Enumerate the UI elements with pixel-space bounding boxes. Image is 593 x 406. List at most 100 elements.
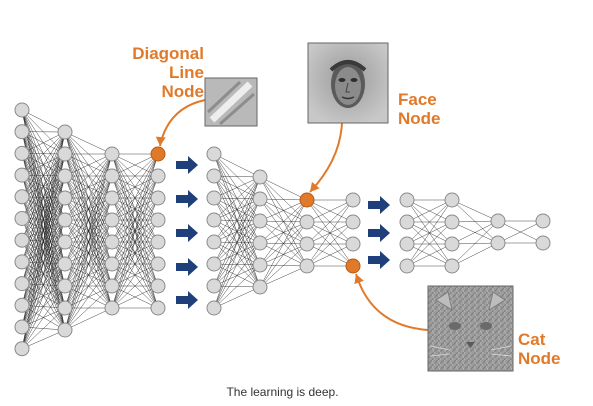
connection-edge bbox=[21, 131, 66, 284]
connection-edge bbox=[259, 221, 308, 288]
network-node bbox=[252, 213, 268, 229]
network-node bbox=[57, 190, 73, 206]
network-node bbox=[399, 214, 415, 230]
network-node bbox=[150, 190, 166, 206]
network-node bbox=[57, 124, 73, 140]
network-node bbox=[299, 258, 315, 274]
network-node bbox=[150, 256, 166, 272]
connection-edge bbox=[306, 221, 354, 267]
connection-edge bbox=[64, 153, 113, 331]
network-node bbox=[490, 213, 506, 229]
network-node bbox=[299, 214, 315, 230]
connection-edge bbox=[451, 199, 499, 222]
connection-edge bbox=[213, 220, 261, 309]
connection-edge bbox=[213, 175, 261, 178]
right-arrow-icon bbox=[176, 190, 198, 208]
network-node bbox=[14, 254, 30, 270]
network-node bbox=[444, 192, 460, 208]
connection-edge bbox=[497, 220, 544, 244]
connection-edge bbox=[213, 264, 261, 309]
diagonal-line-node bbox=[150, 146, 166, 162]
face-thumbnail bbox=[307, 42, 389, 124]
network-node bbox=[14, 102, 30, 118]
connection-edge bbox=[306, 199, 354, 267]
network-node bbox=[444, 236, 460, 252]
connection-edge bbox=[213, 242, 261, 309]
connection-edge bbox=[21, 307, 66, 349]
cat-node bbox=[345, 258, 361, 274]
connection-edge bbox=[406, 199, 453, 267]
network-node bbox=[57, 322, 73, 338]
network-node bbox=[206, 168, 222, 184]
network-node bbox=[14, 341, 30, 357]
face-label-line-1: Face bbox=[398, 90, 437, 109]
connection-edge bbox=[111, 219, 159, 309]
network-nodes bbox=[14, 102, 551, 357]
network-node bbox=[57, 278, 73, 294]
network-node bbox=[104, 168, 120, 184]
right-arrow-icon bbox=[368, 196, 390, 214]
connection-edge bbox=[111, 153, 159, 221]
connection-edge bbox=[306, 199, 354, 223]
connection-edge bbox=[259, 243, 308, 288]
connection-edge bbox=[64, 285, 113, 331]
network-node bbox=[206, 278, 222, 294]
right-arrow-icon bbox=[176, 258, 198, 276]
face-node bbox=[299, 192, 315, 208]
network-node bbox=[535, 213, 551, 229]
connection-edge bbox=[451, 220, 499, 267]
network-node bbox=[252, 279, 268, 295]
connection-edge bbox=[21, 109, 66, 133]
network-node bbox=[252, 191, 268, 207]
connection-edge bbox=[406, 199, 453, 245]
connection-edge bbox=[213, 176, 261, 309]
right-arrow-icon bbox=[368, 224, 390, 242]
connection-edge bbox=[259, 265, 308, 288]
cat-label-line-1: Cat bbox=[518, 330, 546, 349]
network-node bbox=[150, 234, 166, 250]
network-node bbox=[206, 212, 222, 228]
network-node bbox=[206, 256, 222, 272]
connection-edge bbox=[64, 153, 113, 199]
connection-edge bbox=[213, 176, 261, 287]
face-callout-arrowhead bbox=[310, 181, 320, 192]
network-node bbox=[104, 234, 120, 250]
connection-edge bbox=[111, 175, 159, 309]
network-node bbox=[14, 232, 30, 248]
network-node bbox=[57, 168, 73, 184]
right-arrow-icon bbox=[368, 251, 390, 269]
connection-edge bbox=[259, 198, 308, 201]
network-node bbox=[14, 319, 30, 335]
diagonal-line-thumbnail bbox=[204, 77, 258, 127]
connection-edge bbox=[64, 175, 113, 331]
connection-edge bbox=[64, 307, 113, 331]
connection-edge bbox=[111, 153, 159, 265]
network-node bbox=[104, 190, 120, 206]
network-node bbox=[57, 212, 73, 228]
connection-edge bbox=[64, 197, 113, 331]
network-node bbox=[399, 192, 415, 208]
connection-edge bbox=[64, 153, 113, 287]
connection-edge bbox=[64, 219, 113, 331]
connection-edge bbox=[21, 131, 66, 241]
callout-lines bbox=[155, 99, 429, 331]
network-node bbox=[150, 300, 166, 316]
network-node bbox=[104, 300, 120, 316]
network-node bbox=[14, 297, 30, 313]
connection-edge bbox=[21, 131, 66, 219]
network-node bbox=[150, 278, 166, 294]
connection-edge bbox=[111, 263, 159, 309]
network-node bbox=[299, 236, 315, 252]
network-node bbox=[14, 211, 30, 226]
network-node bbox=[345, 214, 361, 230]
connection-edge bbox=[21, 153, 66, 349]
connection-edge bbox=[451, 220, 499, 223]
connection-edge bbox=[451, 242, 499, 267]
connection-edge bbox=[213, 176, 261, 221]
connection-edge bbox=[213, 176, 261, 199]
connection-edge bbox=[213, 176, 261, 243]
network-node bbox=[57, 300, 73, 316]
network-node bbox=[252, 169, 268, 185]
right-arrow-icon bbox=[176, 156, 198, 174]
